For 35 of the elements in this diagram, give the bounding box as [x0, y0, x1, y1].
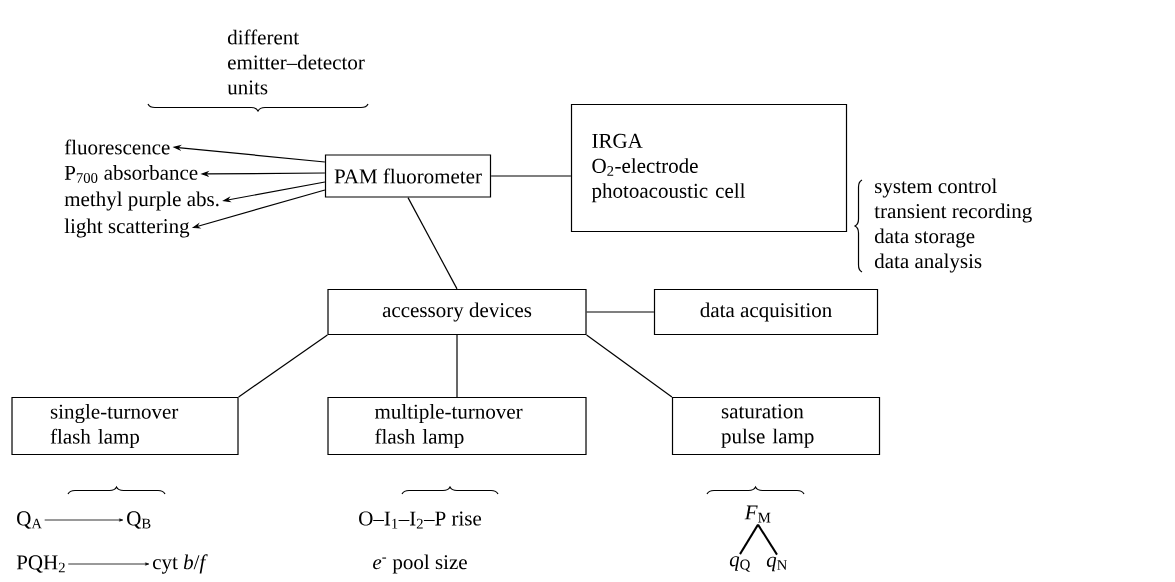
- node-text: PQH$_{2}$: [16, 555, 65, 573]
- device-box: PAM fluorometer: [324, 154, 492, 198]
- label-text: data storage: [874, 228, 975, 248]
- connector-line: [586, 334, 673, 398]
- node-text: q$_{Q}$: [729, 556, 751, 572]
- node-text: q$_{N}$: [766, 556, 787, 572]
- device-box: saturation pulse lamp: [671, 396, 881, 456]
- label-text: system control: [875, 178, 997, 198]
- connector-line: [456, 334, 458, 398]
- node-text: cyt b/f: [153, 554, 208, 574]
- connector-line: [757, 523, 778, 556]
- node-text: fluorescence: [64, 139, 170, 155]
- connector-line: [44, 518, 124, 522]
- connector-line: [586, 311, 655, 313]
- label-text: data analysis: [874, 253, 982, 273]
- device-box: data acquisition: [653, 288, 879, 336]
- label-text: transient recording: [874, 203, 1032, 223]
- label-text: O–I$_{1}$–I$_{2}$–P rise: [359, 511, 482, 529]
- connector-line: [739, 523, 759, 556]
- connector-line: [490, 175, 572, 177]
- node-text: light scattering: [64, 218, 190, 238]
- connector-line: [407, 197, 458, 290]
- node-text: Q$_{B}$: [127, 511, 151, 529]
- device-box: IRGA O$_{2}$-electrode photoacoustic cell: [570, 103, 848, 233]
- device-box: multiple-turnover flash lamp: [327, 396, 587, 456]
- device-box: single-turnover flash lamp: [11, 396, 239, 456]
- label-text: e$^{-}$ pool size: [373, 554, 467, 574]
- connector-line: [67, 562, 150, 566]
- node-text: P$_{700}$ absorbance: [64, 165, 198, 183]
- node-text: F$_{M}$: [744, 505, 771, 523]
- device-box: accessory devices: [327, 288, 587, 336]
- node-text: Q$_{A}$: [17, 511, 42, 529]
- connector-line: [238, 334, 328, 398]
- node-text: methyl purple abs.: [64, 191, 219, 211]
- label-text: different emitter–detector units: [227, 29, 365, 95]
